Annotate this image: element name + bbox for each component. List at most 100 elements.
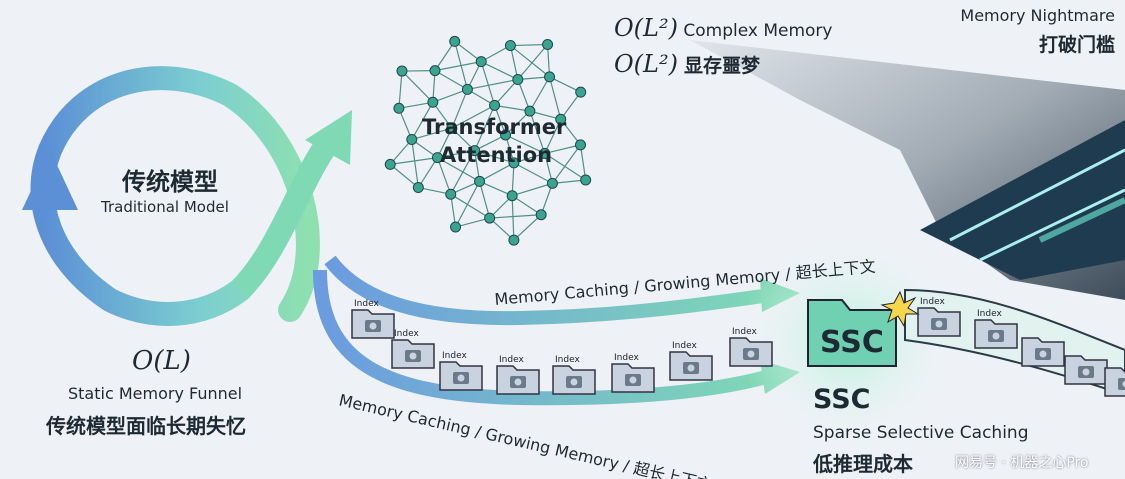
ssc-folder-label: SSC bbox=[820, 325, 884, 360]
network-node bbox=[449, 35, 461, 47]
memory-folder-icon: Index bbox=[391, 329, 435, 369]
network-edge bbox=[551, 144, 581, 184]
index-label: Index bbox=[442, 351, 467, 361]
index-label: Index bbox=[614, 353, 639, 363]
memory-nightmare-landscape bbox=[690, 40, 1125, 300]
memory-folder-icon: Index bbox=[611, 353, 655, 393]
network-node bbox=[474, 175, 486, 187]
network-edge bbox=[401, 70, 434, 103]
network-edge bbox=[479, 162, 515, 182]
memory-folder-icon: Index bbox=[669, 341, 713, 381]
memory-folder-icon bbox=[1064, 355, 1108, 385]
network-node bbox=[546, 177, 558, 189]
network-node bbox=[524, 105, 536, 117]
network-edge bbox=[549, 76, 581, 93]
index-label: Index bbox=[354, 299, 379, 309]
traditional-model-loop bbox=[22, 66, 352, 326]
network-node bbox=[508, 157, 520, 169]
network-edge bbox=[511, 195, 542, 216]
network-node bbox=[512, 74, 524, 86]
memory-folder-icon: Index bbox=[552, 355, 596, 395]
network-node bbox=[574, 139, 586, 151]
network-edge bbox=[479, 180, 513, 197]
network-edge bbox=[544, 144, 581, 155]
complex-memory-row: O(L²) Complex Memory bbox=[614, 14, 832, 42]
network-node bbox=[506, 190, 518, 202]
network-edge bbox=[436, 157, 452, 195]
index-label: Index bbox=[920, 297, 945, 307]
network-edge bbox=[437, 149, 475, 159]
network-edge bbox=[467, 78, 518, 91]
network-edge bbox=[489, 214, 542, 219]
network-edge bbox=[529, 76, 551, 112]
network-edge bbox=[480, 61, 519, 81]
network-edge bbox=[454, 40, 482, 63]
network-edge bbox=[511, 195, 515, 241]
network-edge bbox=[510, 45, 550, 78]
network-node bbox=[406, 134, 418, 146]
network-node bbox=[384, 158, 396, 170]
traditional-caption-en: Static Memory Funnel bbox=[68, 384, 243, 403]
network-edge bbox=[418, 186, 451, 195]
network-edge bbox=[529, 110, 546, 154]
network-node bbox=[393, 102, 405, 114]
network-node bbox=[542, 38, 554, 50]
network-edge bbox=[437, 157, 480, 182]
index-label: Index bbox=[394, 329, 419, 339]
network-edge bbox=[552, 179, 586, 184]
network-edge bbox=[451, 89, 468, 129]
watermark: 网易号 · 机器之心Pro bbox=[955, 455, 1089, 471]
network-edge bbox=[509, 45, 519, 80]
network-node bbox=[475, 56, 487, 68]
index-label: Index bbox=[555, 355, 580, 365]
network-node bbox=[555, 113, 567, 125]
network-node bbox=[412, 182, 424, 194]
transformer-attention-network bbox=[384, 35, 592, 246]
network-edge bbox=[434, 41, 456, 71]
traditional-complexity: O(L) bbox=[132, 346, 191, 376]
memory-folder-icon: Index bbox=[917, 297, 961, 337]
network-edge bbox=[548, 76, 562, 120]
network-edge bbox=[474, 150, 515, 164]
nightmare-caption-en: Memory Nightmare bbox=[960, 6, 1115, 25]
network-node bbox=[580, 174, 592, 186]
index-label: Index bbox=[672, 341, 697, 351]
network-edge bbox=[398, 108, 413, 140]
network-node bbox=[427, 96, 439, 108]
network-node bbox=[396, 65, 408, 77]
network-node bbox=[575, 86, 587, 98]
ssc-title: SSC bbox=[813, 384, 871, 415]
ssc-caption-en: Sparse Selective Caching bbox=[813, 423, 1029, 443]
network-edge bbox=[544, 119, 562, 154]
network-node bbox=[489, 99, 501, 111]
loop-arrowhead-icon bbox=[22, 150, 78, 210]
network-edge bbox=[411, 127, 453, 141]
traditional-caption-cn: 传统模型面临长期失忆 bbox=[46, 414, 246, 438]
network-edge bbox=[560, 91, 582, 120]
traditional-title-en: Traditional Model bbox=[101, 198, 229, 216]
camera-icon bbox=[1118, 378, 1125, 390]
network-node bbox=[535, 209, 547, 221]
network-node bbox=[539, 147, 551, 159]
complexity-2: O(L²) bbox=[614, 50, 678, 78]
network-edge bbox=[505, 134, 546, 154]
ssc-caption-cn: 低推理成本 bbox=[813, 452, 913, 476]
network-edge bbox=[474, 134, 506, 152]
network-edge bbox=[411, 102, 434, 140]
network-edge bbox=[474, 105, 496, 151]
network-edge bbox=[417, 157, 438, 188]
memory-folder-icon: Index bbox=[439, 351, 483, 391]
index-label: Index bbox=[977, 309, 1002, 319]
complexity-1: O(L²) bbox=[614, 14, 678, 42]
network-edge bbox=[411, 139, 419, 188]
network-edge bbox=[450, 193, 490, 219]
transformer-label-line1: Transformer bbox=[422, 115, 567, 139]
network-node bbox=[500, 129, 512, 141]
spark-icon bbox=[880, 290, 920, 328]
traditional-title-cn: 传统模型 bbox=[122, 168, 218, 196]
transformer-label-line2: Attention bbox=[440, 143, 553, 167]
network-node bbox=[469, 145, 481, 157]
nightmare-caption-cn: 打破门槛 bbox=[1038, 34, 1115, 56]
network-edge bbox=[432, 88, 468, 103]
